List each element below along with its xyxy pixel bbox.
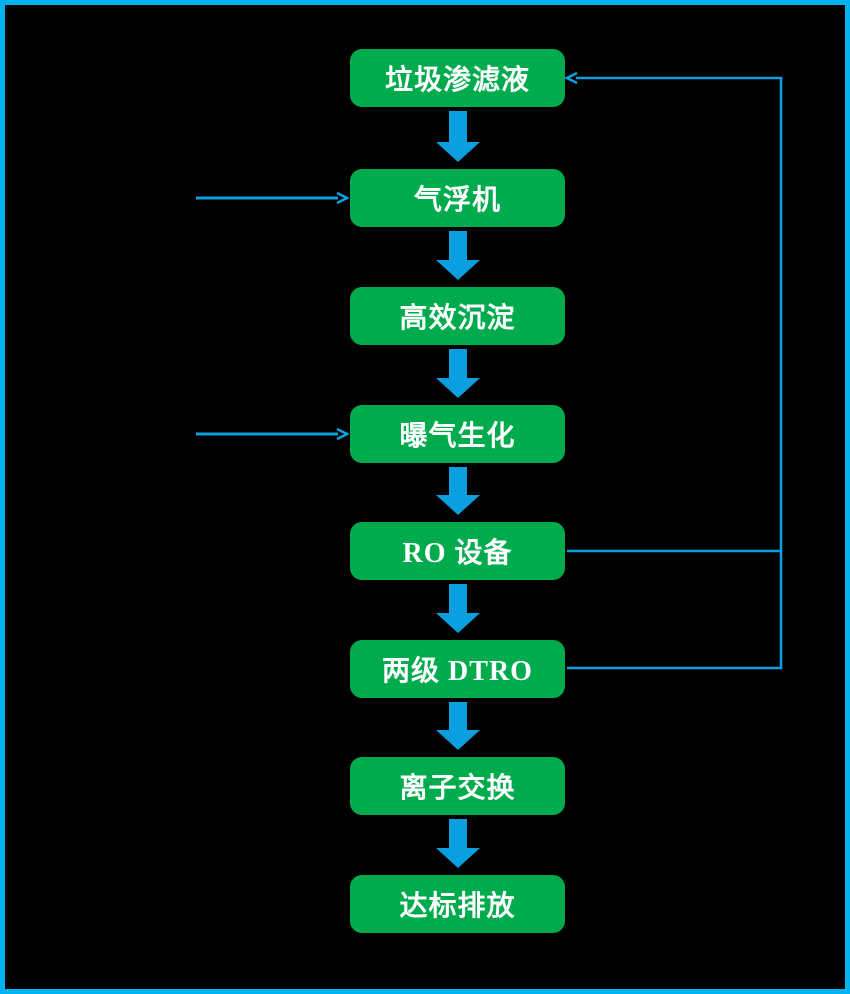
recycle-line-dtro-return: [567, 78, 783, 670]
node-air-flotation: 气浮机: [350, 169, 565, 227]
node-ro-equipment: RO 设备: [350, 522, 565, 580]
node-label: 垃圾渗滤液: [384, 65, 530, 96]
down-arrow-1-icon: [436, 111, 480, 162]
flow-connectors: [196, 5, 783, 868]
node-label: 曝气生化: [399, 421, 516, 452]
down-arrow-4-icon: [436, 467, 480, 515]
node-label: 气浮机: [413, 185, 501, 216]
down-arrow-6-icon: [436, 702, 480, 750]
node-high-efficiency-sedimentation: 高效沉淀: [350, 287, 565, 345]
down-arrow-2-icon: [436, 231, 480, 280]
down-arrow-5-icon: [436, 584, 480, 633]
node-landfill-leachate: 垃圾渗滤液: [350, 49, 565, 107]
node-aeration-biochemical: 曝气生化: [350, 405, 565, 463]
down-arrow-7-icon: [436, 819, 480, 868]
node-two-stage-dtro: 两级 DTRO: [350, 640, 565, 698]
node-label: RO 设备: [402, 538, 513, 569]
down-arrow-3-icon: [436, 349, 480, 398]
node-label: 高效沉淀: [399, 303, 516, 334]
node-label: 达标排放: [399, 891, 516, 922]
node-ion-exchange: 离子交换: [350, 757, 565, 815]
node-label: 两级 DTRO: [382, 656, 533, 687]
node-compliant-discharge: 达标排放: [350, 875, 565, 933]
node-label: 离子交换: [399, 773, 516, 804]
